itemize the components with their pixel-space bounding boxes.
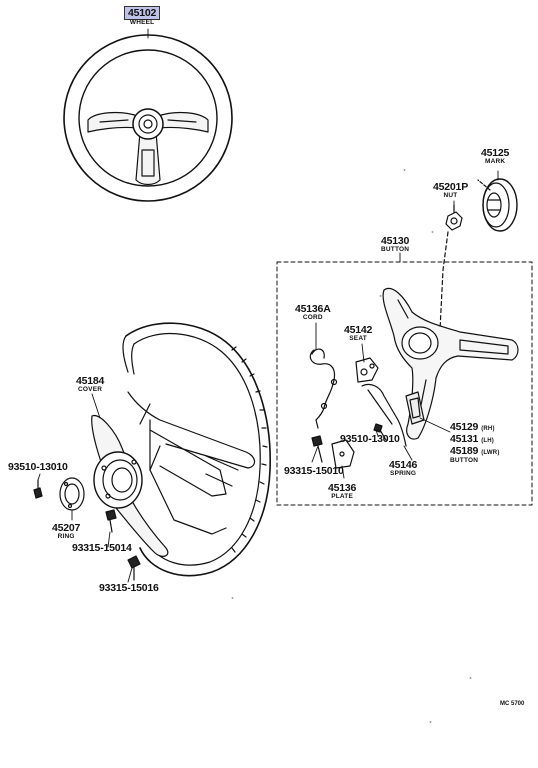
label-45130: 45130 BUTTON [381,235,410,253]
label-45189: 45189(LWR) BUTTON [450,445,500,464]
screw-93315-15010 [311,435,323,463]
label-93510-13010-box: 93510-13010 [340,433,400,445]
button-group-dashed-box [276,261,533,506]
label-93315-15016: 93315-15016 [99,582,159,594]
ring-part [59,477,85,511]
nut-part [439,204,463,331]
label-45102: 45102 WHEEL [124,6,161,26]
leader-lines [37,28,499,583]
plate-part [331,439,355,469]
scan-specks [231,169,472,723]
label-93315-15014: 93315-15014 [72,542,132,554]
label-45142: 45142 SEAT [344,324,373,342]
label-45136A: 45136A CORD [295,303,331,321]
button-part [382,287,519,440]
label-45125: 45125 MARK [481,147,510,165]
wheel-exploded-large [122,322,271,577]
mark-part [477,178,518,232]
label-93315-15010: 93315-15010 [284,465,344,477]
screw-93510-left [33,479,43,499]
cord-part [309,348,338,429]
diagram-code: MC 5700 [500,701,525,707]
label-45184: 45184 COVER [76,375,105,393]
spring-part [361,383,407,447]
label-45201P: 45201P NUT [433,181,469,199]
screw-93315-15016 [127,555,141,581]
label-45131: 45131(LH) [450,433,494,445]
seat-part [355,357,379,383]
cover-part [91,414,169,557]
screw-93315-15014 [105,509,117,533]
label-45136: 45136 PLATE [328,482,357,500]
label-93510-13010-left: 93510-13010 [8,461,68,473]
label-45129: 45129(RH) [450,421,495,433]
wheel-assembly-top [63,34,233,202]
label-45146: 45146 SPRING [389,459,418,477]
label-45207: 45207 RING [52,522,81,540]
